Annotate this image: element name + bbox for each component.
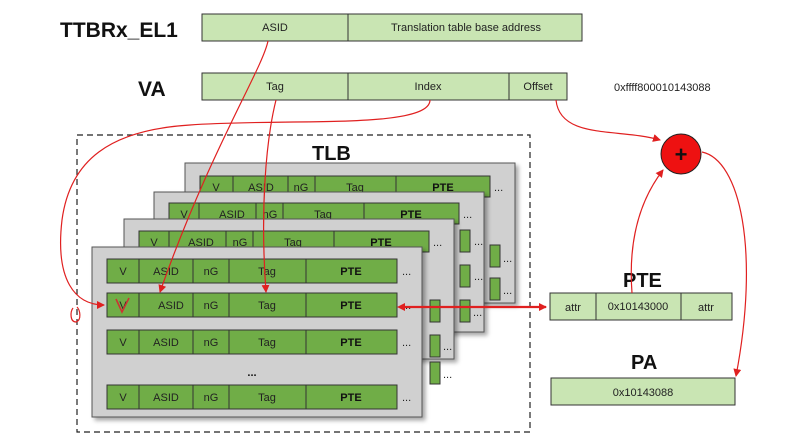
row3-ng: nG (204, 392, 219, 404)
pte-to-adder-arrow (630, 169, 664, 294)
stub-ellipsis-4: ... (503, 285, 512, 297)
row1-v: V (119, 300, 127, 312)
pa-label: PA (631, 352, 657, 374)
way2-asid: ASID (219, 209, 245, 221)
pte-label: PTE (623, 270, 662, 292)
row3-pte: PTE (340, 392, 361, 404)
way2-ng: nG (263, 209, 278, 221)
flow-arrows (60, 40, 748, 377)
index-to-row-arrow (60, 99, 431, 309)
hand-mark (70, 306, 81, 323)
rows-ellipsis: ... (247, 367, 256, 379)
ttbr-label: TTBRx_EL1 (60, 19, 178, 42)
pte-attr-low: attr (565, 302, 581, 314)
ttbr-asid-field: ASID (262, 22, 288, 34)
tlb-row-1-matched: V ASID nG Tag PTE ... (106, 292, 411, 318)
way3-asid: ASID (248, 182, 274, 194)
row0-ng: nG (204, 266, 219, 278)
back-row-stubs: ... ... ... ... ... ... ... (429, 229, 512, 385)
way3-pte: PTE (432, 182, 453, 194)
row1-tag: Tag (258, 300, 276, 312)
row0-tag: Tag (258, 266, 276, 278)
pa-value: 0x10143088 (613, 387, 674, 399)
row2-tag: Tag (258, 337, 276, 349)
stub-ellipsis-6: ... (473, 307, 482, 319)
row1-asid: ASID (158, 300, 184, 312)
way3-v: V (212, 182, 220, 194)
ttbr-base-field: Translation table base address (391, 22, 542, 34)
stub-ellipsis-1: ... (474, 236, 483, 248)
stub-ellipsis-3: ... (503, 253, 512, 265)
tag-compare-arrow (261, 99, 277, 293)
row2-pte: PTE (340, 337, 361, 349)
offset-to-adder-arrow (555, 99, 661, 142)
row0-pte: PTE (340, 266, 361, 278)
way2-v: V (180, 209, 188, 221)
stub-ellipsis-7: ... (443, 369, 452, 381)
row0-v: V (119, 266, 127, 278)
row2-asid: ASID (153, 337, 179, 349)
row2-ellipsis: ... (402, 337, 411, 349)
way1-tag: Tag (284, 237, 302, 249)
tlb-way-0: V ASID nG Tag PTE ... V ASID nG Tag PTE … (91, 246, 423, 418)
tlb-row-0: V ASID nG Tag PTE ... (106, 258, 411, 284)
asid-compare-arrow (158, 40, 269, 293)
way2-ellipsis: ... (463, 209, 472, 221)
pa-register: 0x10143088 (550, 377, 736, 406)
va-value: 0xffff800010143088 (614, 82, 711, 94)
va-tag-field: Tag (266, 81, 284, 93)
stub-ellipsis-5: ... (443, 341, 452, 353)
way2-pte: PTE (400, 209, 421, 221)
valid-check-mark (115, 297, 130, 314)
adder: + (660, 133, 702, 175)
way1-pte: PTE (370, 237, 391, 249)
way1-ellipsis: ... (433, 237, 442, 249)
way3-ellipsis: ... (494, 182, 503, 194)
way3-ng: nG (294, 182, 309, 194)
row2-v: V (119, 337, 127, 349)
tlb-row-2: V ASID nG Tag PTE ... (106, 329, 411, 355)
row1-ng: nG (204, 300, 219, 312)
way1-ng: nG (233, 237, 248, 249)
row2-ng: nG (204, 337, 219, 349)
pte-register: attr 0x10143000 attr (549, 292, 733, 321)
va-index-field: Index (415, 81, 442, 93)
row3-tag: Tag (258, 392, 276, 404)
tlb-boundary (76, 134, 531, 433)
va-offset-field: Offset (523, 81, 552, 93)
va-register: Tag Index Offset (201, 72, 568, 101)
row0-asid: ASID (153, 266, 179, 278)
va-label: VA (138, 78, 166, 101)
row3-asid: ASID (153, 392, 179, 404)
adder-to-pa-arrow (701, 151, 748, 377)
row0-ellipsis: ... (402, 266, 411, 278)
stub-ellipsis-2: ... (474, 271, 483, 283)
row3-ellipsis: ... (402, 392, 411, 404)
way2-tag: Tag (314, 209, 332, 221)
tlb-label: TLB (312, 143, 351, 165)
pte-address: 0x10143000 (608, 301, 669, 313)
ttbr-register: ASID Translation table base address (201, 13, 583, 42)
way3-tag: Tag (346, 182, 364, 194)
row1-pte: PTE (340, 300, 361, 312)
way1-asid: ASID (188, 237, 214, 249)
way1-v: V (150, 237, 158, 249)
adder-plus-icon: + (675, 142, 688, 167)
row3-v: V (119, 392, 127, 404)
tlb-row-3: V ASID nG Tag PTE ... (106, 384, 411, 410)
pte-attr-high: attr (698, 302, 714, 314)
